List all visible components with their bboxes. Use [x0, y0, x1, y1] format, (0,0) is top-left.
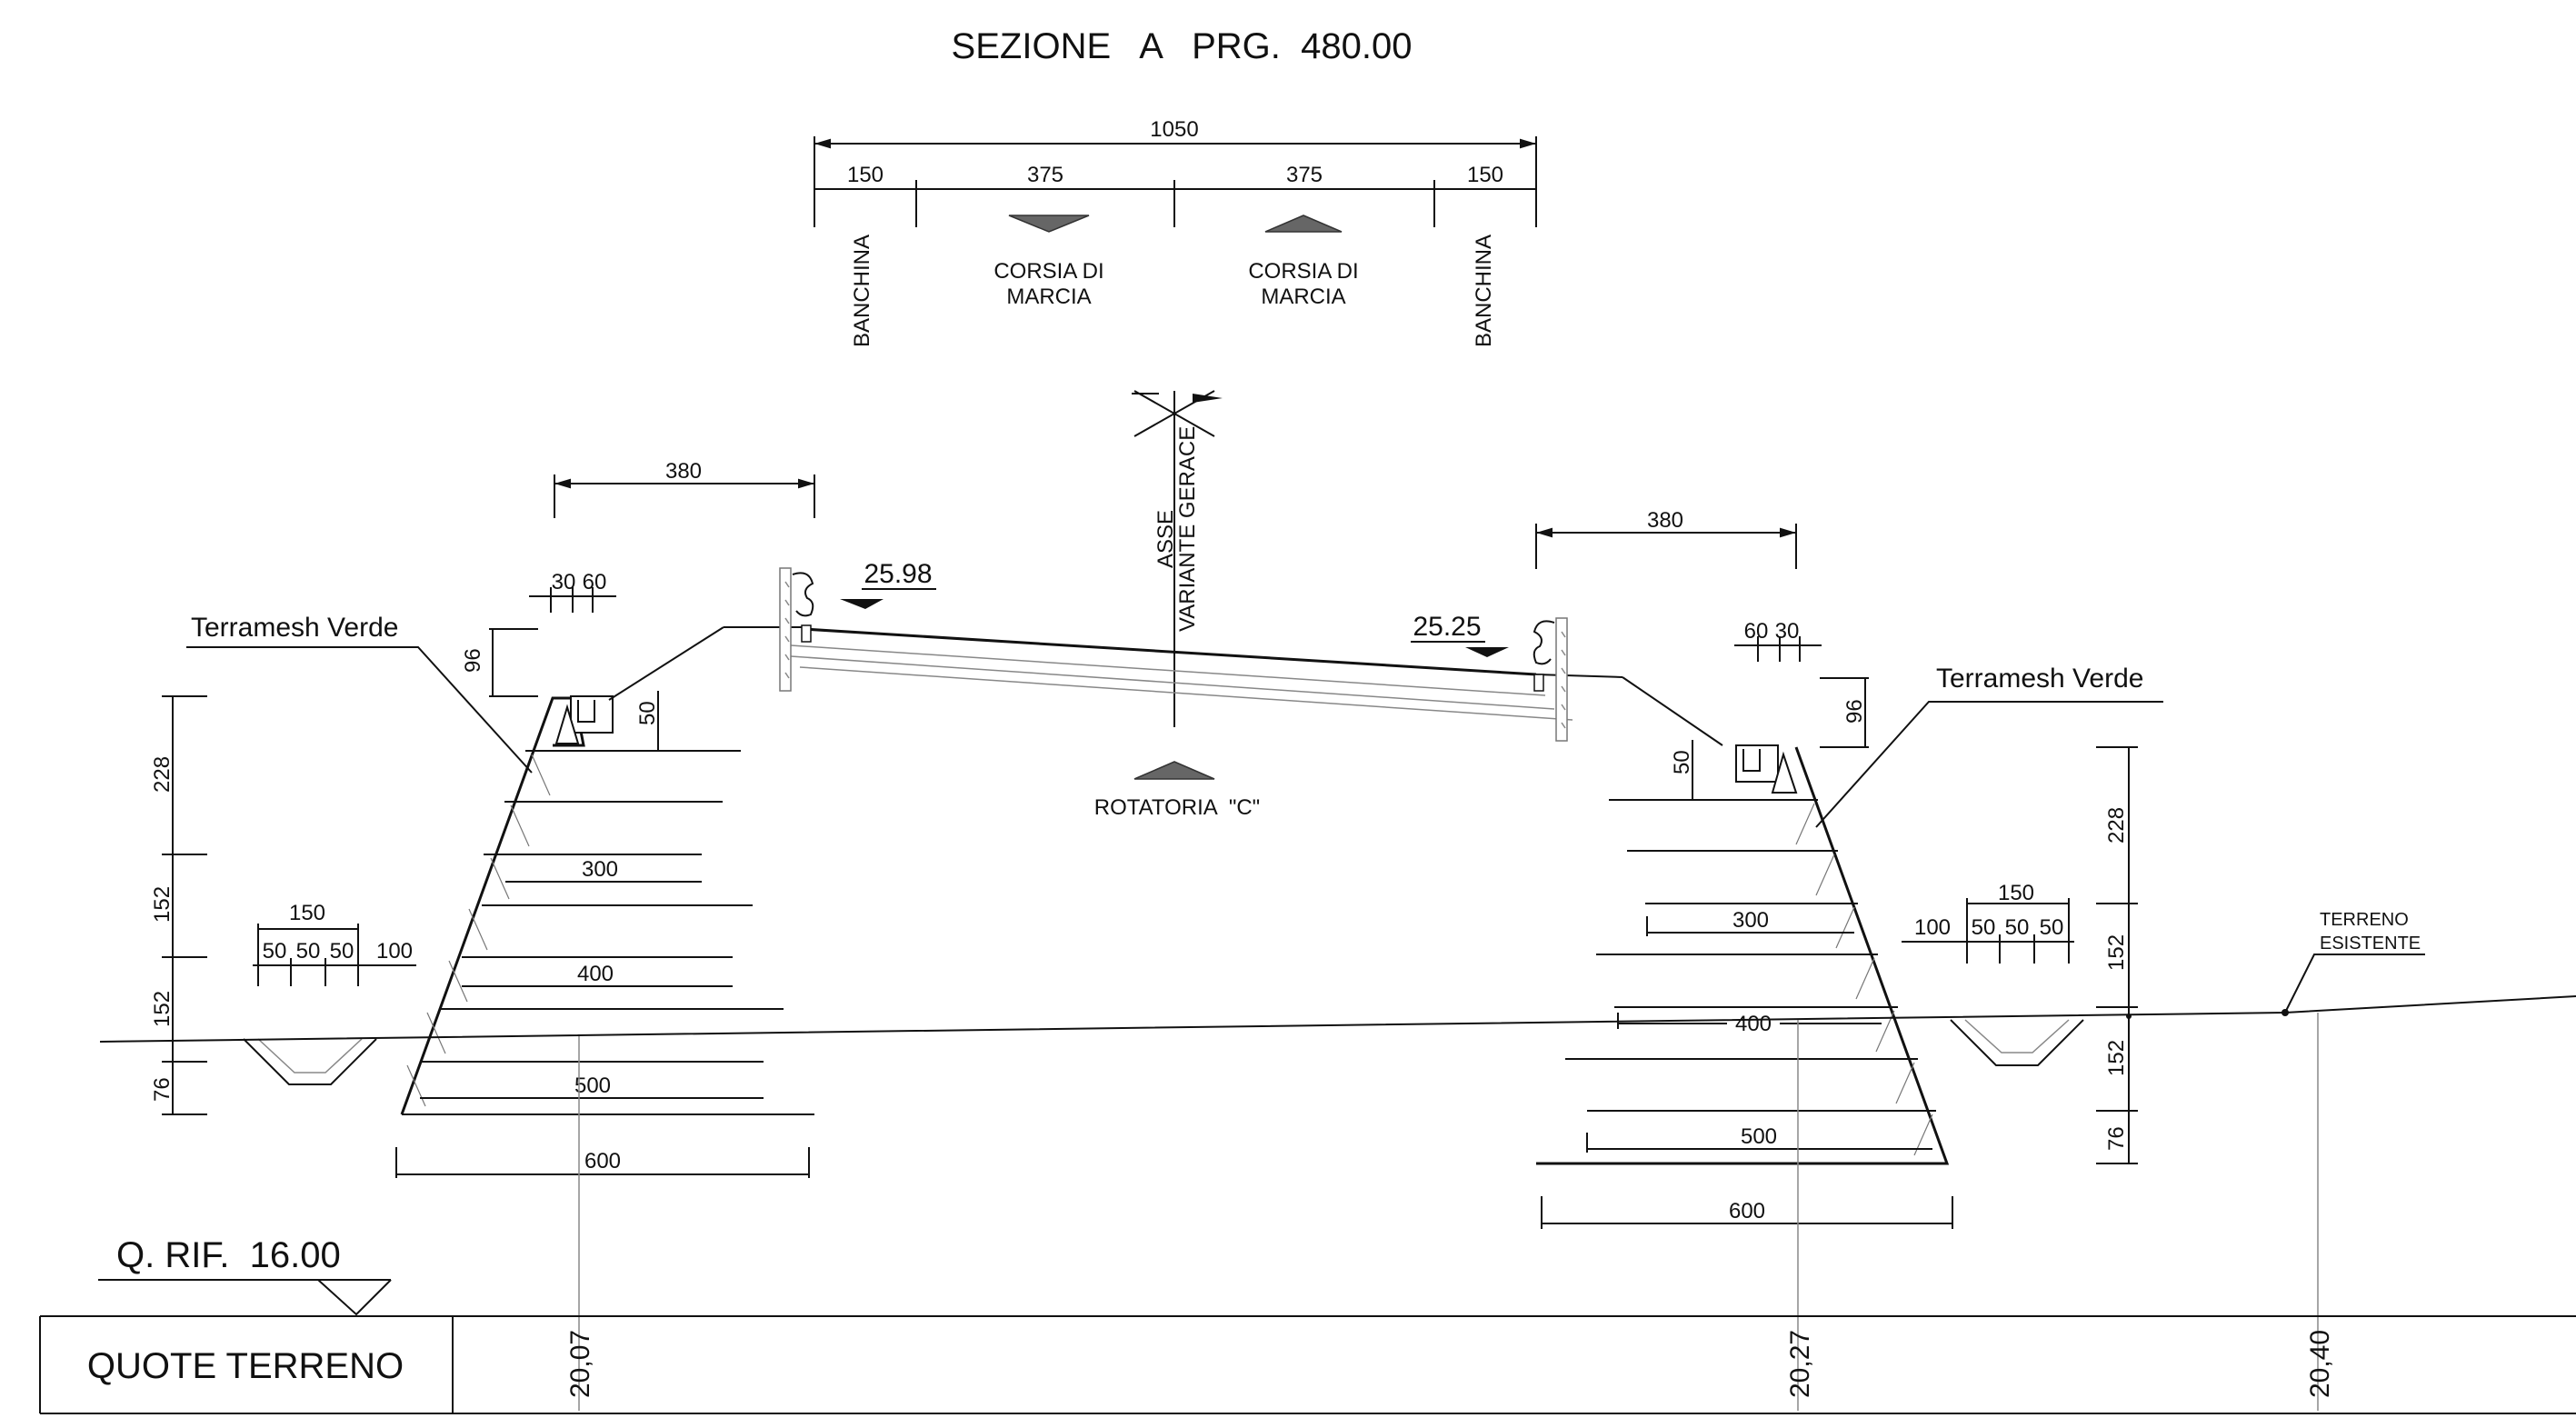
platform-dimensions: 1050 150 375 375 150 — [814, 117, 1537, 227]
left-ditch-total: 150 — [289, 901, 325, 925]
left-embankment — [400, 626, 814, 1115]
corsia-right-line1: CORSIA DI — [1248, 259, 1358, 284]
terrain-label-line2: ESISTENTE — [2320, 934, 2421, 954]
platform-total-width: 1050 — [1150, 117, 1198, 142]
left-ditch-part-2: 50 — [296, 939, 321, 964]
axis-label-line2: VARIANTE GERACE — [1175, 426, 1200, 632]
table-header: QUOTE TERRENO — [87, 1346, 404, 1386]
left-ditch-part-3: 50 — [330, 939, 354, 964]
left-height: 96 — [461, 648, 485, 673]
left-geogrid-400: 400 — [577, 962, 614, 986]
right-kerb-a: 60 — [1744, 619, 1769, 644]
table-value-2: 20,27 — [1785, 1330, 1815, 1398]
lane-direction-down-icon — [1008, 215, 1090, 233]
right-ditch-part-2: 50 — [2005, 915, 2030, 940]
elevation-right: 25.25 — [1411, 612, 1509, 657]
right-vert-3: 152 — [2104, 1040, 2129, 1076]
right-dimensions: 380 60 30 96 50 228 152 152 76 150 100 5… — [1535, 508, 2138, 1229]
quote-table — [39, 1315, 2576, 1414]
section-title: SEZIONE A PRG. 480.00 — [952, 26, 1413, 66]
existing-ground-line — [99, 995, 2576, 1043]
table-value-3: 20,40 — [2305, 1330, 2335, 1398]
right-geogrid-500: 500 — [1741, 1124, 1777, 1149]
elevation-left-icon — [840, 599, 884, 609]
left-geogrid-300: 300 — [582, 857, 618, 882]
right-embankment — [1536, 676, 1950, 1165]
left-vert-4: 76 — [150, 1077, 175, 1102]
reference-level-label: Q. RIF. 16.00 — [116, 1235, 341, 1275]
corsia-right-line2: MARCIA — [1261, 285, 1345, 309]
right-ditch-part-3: 50 — [2040, 915, 2064, 940]
reference-level-icon — [317, 1279, 392, 1316]
left-vert-2: 152 — [150, 886, 175, 923]
left-vert-3: 152 — [150, 991, 175, 1027]
lane-direction-up-icon — [1264, 215, 1343, 233]
banchina-right-label: BANCHINA — [1472, 235, 1496, 347]
right-ditch-depth: 50 — [1670, 750, 1694, 774]
left-vert-1: 228 — [150, 756, 175, 793]
elevation-right-value: 25.25 — [1413, 612, 1481, 642]
left-kerb-b: 60 — [583, 570, 607, 594]
lane-width-2: 375 — [1027, 163, 1063, 187]
right-ditch-extra: 100 — [1914, 915, 1951, 940]
elevation-left-value: 25.98 — [864, 559, 932, 589]
right-ditch-part-1: 50 — [1972, 915, 1996, 940]
left-ditch-part-1: 50 — [263, 939, 287, 964]
left-ditch-extra: 100 — [376, 939, 413, 964]
rotatoria-label: ROTATORIA "C" — [1094, 795, 1260, 820]
road-pavement — [724, 624, 1623, 721]
terrain-label-line1: TERRENO — [2320, 910, 2409, 930]
guardrail-left-icon — [779, 567, 814, 692]
right-kerb-b: 30 — [1775, 619, 1800, 644]
corsia-left-line1: CORSIA DI — [993, 259, 1103, 284]
right-ditch-total: 150 — [1998, 881, 2034, 905]
left-ditch-depth: 50 — [635, 701, 660, 725]
left-geogrid-500: 500 — [574, 1073, 611, 1098]
banchina-left-label: BANCHINA — [850, 235, 874, 347]
elevation-right-icon — [1465, 647, 1509, 657]
right-geogrid-300: 300 — [1732, 908, 1769, 933]
right-top-width: 380 — [1647, 508, 1683, 533]
right-terramesh-label: Terramesh Verde — [1936, 664, 2143, 694]
right-vert-1: 228 — [2104, 807, 2129, 844]
lane-width-4: 150 — [1467, 163, 1503, 187]
elevation-left: 25.98 — [840, 559, 936, 609]
table-value-1: 20,07 — [565, 1330, 595, 1398]
right-vert-4: 76 — [2104, 1126, 2129, 1151]
left-base-width: 600 — [584, 1149, 621, 1173]
right-ditch — [1950, 1019, 2084, 1066]
lane-width-1: 150 — [847, 163, 884, 187]
axis-label-line1: ASSE — [1153, 510, 1178, 568]
right-height: 96 — [1842, 699, 1867, 724]
right-vert-2: 152 — [2104, 934, 2129, 971]
lane-width-3: 375 — [1286, 163, 1323, 187]
right-geogrid-400: 400 — [1735, 1012, 1772, 1036]
left-terramesh-label: Terramesh Verde — [191, 613, 398, 643]
right-base-width: 600 — [1729, 1199, 1765, 1223]
left-dimensions: 380 30 60 96 50 228 152 152 76 150 50 50… — [150, 459, 815, 1178]
rotatoria-marker-icon — [1133, 761, 1215, 780]
left-kerb-a: 30 — [552, 570, 576, 594]
guardrail-right-icon — [1533, 617, 1568, 742]
corsia-left-line2: MARCIA — [1006, 285, 1091, 309]
left-top-width: 380 — [665, 459, 702, 484]
left-ditch — [243, 1038, 377, 1085]
